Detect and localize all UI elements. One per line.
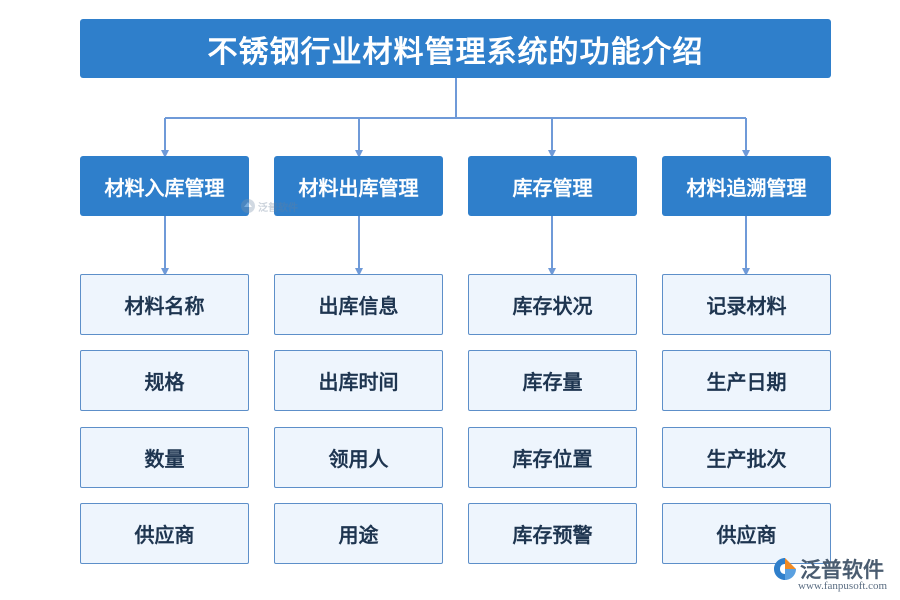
watermark: 泛普软件	[240, 196, 302, 216]
item-box: 记录材料	[662, 274, 831, 335]
diagram-title: 不锈钢行业材料管理系统的功能介绍	[80, 19, 831, 78]
item-box: 数量	[80, 427, 249, 488]
item-box: 规格	[80, 350, 249, 411]
category-box-3: 库存管理	[468, 156, 637, 216]
item-box: 出库时间	[274, 350, 443, 411]
brand-name: 泛普软件	[800, 558, 884, 582]
item-box: 出库信息	[274, 274, 443, 335]
item-box: 生产日期	[662, 350, 831, 411]
item-box: 库存量	[468, 350, 637, 411]
category-box-4: 材料追溯管理	[662, 156, 831, 216]
item-box: 库存状况	[468, 274, 637, 335]
item-box: 材料名称	[80, 274, 249, 335]
item-box: 供应商	[662, 503, 831, 564]
watermark-text: 泛普软件	[258, 202, 298, 214]
watermark-logo-icon	[241, 199, 255, 213]
category-box-2: 材料出库管理	[274, 156, 443, 216]
item-box: 供应商	[80, 503, 249, 564]
category-box-1: 材料入库管理	[80, 156, 249, 216]
brand-logo: 泛普软件 www.fanpusoft.com	[772, 552, 896, 596]
brand-url: www.fanpusoft.com	[798, 580, 888, 592]
item-box: 生产批次	[662, 427, 831, 488]
item-box: 领用人	[274, 427, 443, 488]
brand-logo-icon	[774, 558, 796, 580]
item-box: 库存预警	[468, 503, 637, 564]
item-box: 库存位置	[468, 427, 637, 488]
item-box: 用途	[274, 503, 443, 564]
